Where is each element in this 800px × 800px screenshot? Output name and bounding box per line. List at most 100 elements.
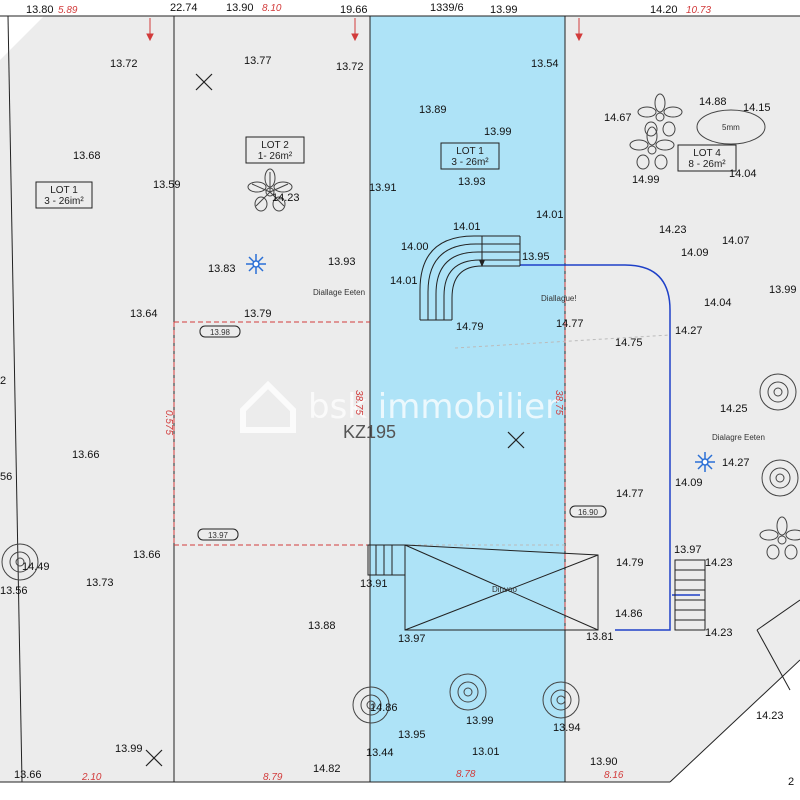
elevation-label: 13.73	[86, 577, 114, 589]
elevation-label: 13.81	[586, 631, 614, 643]
elevation-label: 13.83	[208, 263, 236, 275]
side-dimensions: 0.575 38.75 38.75	[163, 390, 564, 435]
elevation-label: 14.23	[272, 192, 300, 204]
side-dim: 38.75	[353, 390, 364, 415]
top-label: 22.74	[170, 2, 198, 14]
lot-area: 1- 26m²	[258, 151, 293, 162]
elevation-label: 14.77	[556, 318, 584, 330]
elevation-label: 14.23	[756, 710, 784, 722]
top-labels: 13.80 5.89 22.74 13.90 8.10 19.66 1339/6…	[26, 2, 711, 16]
elevation-label: 56	[0, 471, 12, 483]
elevation-label: 14.99	[632, 174, 660, 186]
internal-dashed-lines	[173, 250, 566, 630]
west-boundary	[7, 15, 23, 783]
south-east-boundary	[669, 659, 800, 783]
lot-area: 8 - 26m²	[688, 159, 726, 170]
elevation-label: 13.99	[115, 743, 143, 755]
top-margin	[0, 0, 800, 16]
elevation-label: 13.68	[73, 150, 101, 162]
lot-name: LOT 2	[261, 140, 289, 151]
lot-labels[interactable]: LOT 1 3 - 26im² LOT 2 1- 26m² LOT 1 3 - …	[35, 136, 737, 209]
elevation-label: 14.27	[675, 325, 703, 337]
elevation-label: 13.44	[366, 747, 394, 759]
elevation-label: 13.99	[769, 284, 797, 296]
top-label: 19.66	[340, 4, 368, 16]
elevation-label: 2	[0, 375, 6, 387]
elevation-label: 14.23	[659, 224, 687, 236]
shrub-icon	[542, 681, 580, 719]
house-footprint[interactable]	[367, 544, 706, 631]
shrub-icon	[761, 459, 799, 497]
elevation-label: 13.54	[531, 58, 559, 70]
drainage-pipe	[520, 264, 671, 631]
x-markers	[145, 73, 525, 767]
elevation-label: 13.97	[398, 633, 426, 645]
annotation: 5mm	[722, 123, 740, 132]
shrub-icon	[759, 373, 797, 411]
elevation-label: 14.86	[370, 702, 398, 714]
elevation-label: 14.01	[536, 209, 564, 221]
boxed-values: 13.98 13.97 16.90	[197, 325, 607, 541]
annotation: Dialagre Eeten	[712, 433, 765, 442]
elevation-label: 13.77	[244, 55, 272, 67]
elevation-label: 13.99	[466, 715, 494, 727]
elevation-label: 14.77	[616, 488, 644, 500]
elevation-label: 13.93	[328, 256, 356, 268]
corner-white	[670, 660, 800, 800]
elevation-label: 2	[788, 776, 794, 788]
elevation-label: 13.91	[369, 182, 397, 194]
elevation-label: 14.00	[401, 241, 429, 253]
elevation-label: 13.93	[458, 176, 486, 188]
elevation-label: 13.91	[360, 578, 388, 590]
elevation-label: 14.88	[699, 96, 727, 108]
elevation-label: 14.04	[704, 297, 732, 309]
elevation-label: 14.09	[675, 477, 703, 489]
palm-icon	[247, 168, 293, 212]
side-dim: 0.575	[163, 410, 174, 435]
elevation-label: 13.95	[398, 729, 426, 741]
elevation-label: 14.01	[390, 275, 418, 287]
bottom-margin	[0, 782, 800, 800]
elevation-label: 13.97	[674, 544, 702, 556]
bottom-label: 13.01	[472, 746, 500, 758]
elevation-label: 14.27	[722, 457, 750, 469]
side-dim: 38.75	[553, 390, 564, 415]
top-label: 8.10	[262, 3, 282, 14]
bottom-label: 2.10	[81, 772, 102, 783]
plant-symbols	[1, 93, 800, 724]
elevation-label: 13.64	[130, 308, 158, 320]
lot-area: 3 - 26m²	[451, 157, 489, 168]
palm-icon	[759, 516, 800, 560]
annotation: Diallague!	[541, 294, 577, 303]
elevation-label: 14.49	[22, 561, 50, 573]
elevation-label: 14.25	[720, 403, 748, 415]
lot-name: LOT 1	[50, 185, 78, 196]
elevation-label: 13.72	[336, 61, 364, 73]
shrub-icon	[1, 543, 39, 581]
top-label: 13.99	[490, 4, 518, 16]
bottom-label: 14.82	[313, 763, 341, 775]
watermark: bsk immobilier	[240, 380, 559, 433]
boxed-value: 13.98	[210, 328, 231, 337]
elevation-label: 14.67	[604, 112, 632, 124]
elevation-label: 13.95	[522, 251, 550, 263]
elevation-label: 14.04	[729, 168, 757, 180]
top-label: 5.89	[58, 5, 78, 16]
highlighted-lot[interactable]	[370, 16, 565, 782]
elevation-label: 14.23	[705, 627, 733, 639]
elevation-label: 14.09	[681, 247, 709, 259]
elevation-label: 13.56	[0, 585, 28, 597]
pool-outline	[696, 109, 766, 145]
elevation-labels: 13.72 13.77 13.72 13.54 13.89 13.99 14.6…	[0, 55, 797, 788]
elevation-label: 13.94	[553, 722, 581, 734]
elevation-label: 14.86	[615, 608, 643, 620]
elevation-label: 13.99	[484, 126, 512, 138]
parcel-label: KZ195	[343, 422, 396, 442]
house-logo-icon	[240, 380, 296, 433]
bottom-label: 8.78	[456, 769, 476, 780]
top-label: 10.73	[686, 5, 711, 16]
palm-icon	[637, 93, 683, 137]
lot-area: 3 - 26im²	[44, 196, 84, 207]
